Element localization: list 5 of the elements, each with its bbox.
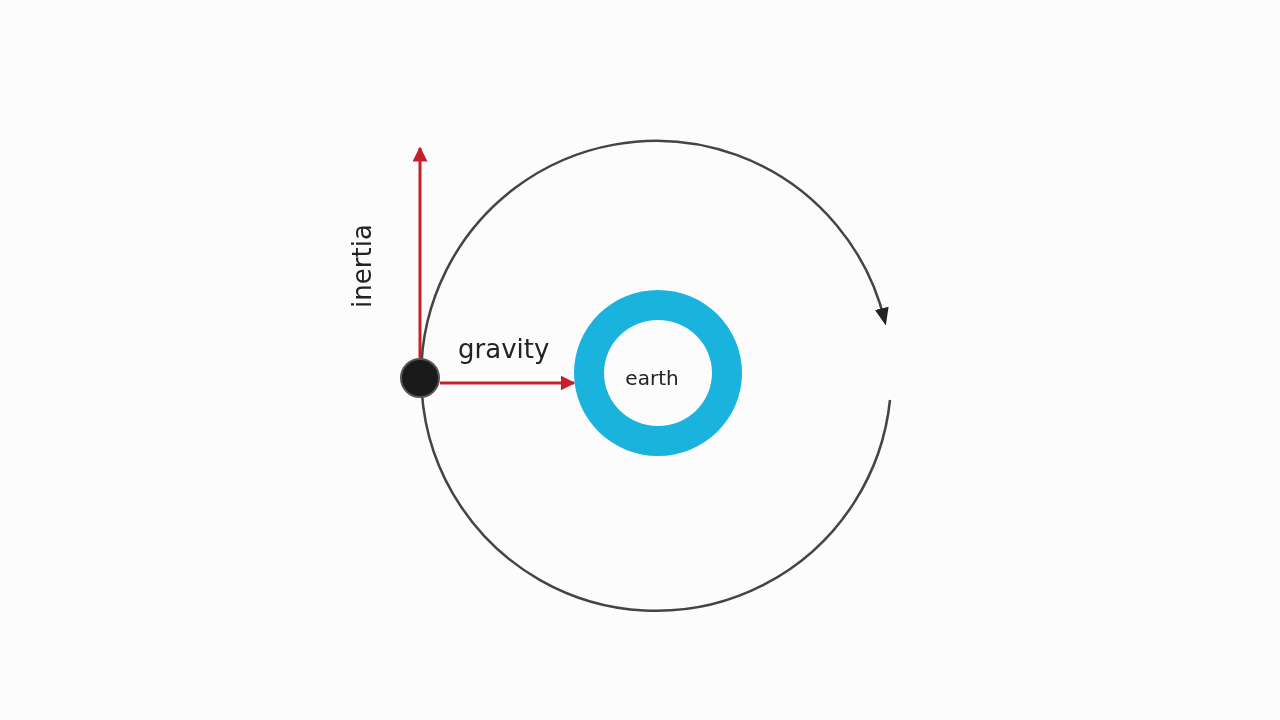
satellite-circle (400, 358, 440, 398)
edge-label: inertia (348, 224, 375, 308)
earth-ring (574, 290, 742, 456)
earth-label: earth (625, 366, 679, 390)
edge-label: gravity (458, 336, 550, 362)
